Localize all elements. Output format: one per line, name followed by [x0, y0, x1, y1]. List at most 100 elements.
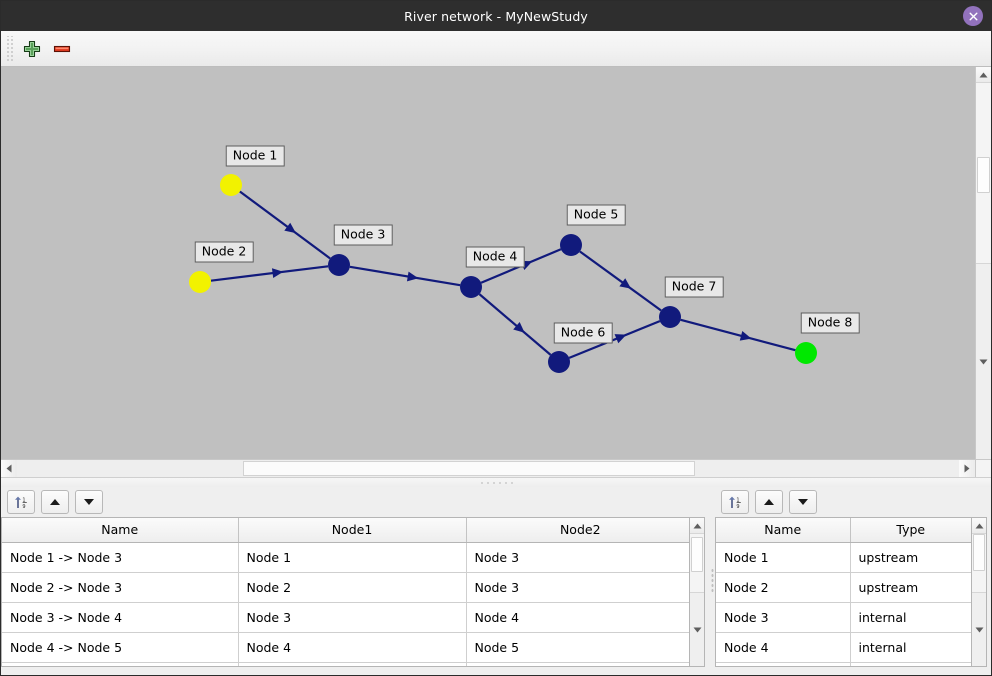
graph-node-node-3[interactable]: [328, 254, 350, 276]
table-cell[interactable]: Node 2: [238, 572, 467, 603]
graph-edge[interactable]: [568, 320, 661, 359]
table-cell[interactable]: Node 1 -> Node 3: [2, 542, 239, 573]
graph-node-label-node-1[interactable]: Node 1: [225, 145, 285, 167]
reaches-pane-footer: [1, 667, 709, 675]
column-header-name[interactable]: Name: [716, 518, 851, 543]
scroll-thumb[interactable]: [977, 156, 990, 193]
toolbar-grip[interactable]: [5, 35, 13, 62]
add-node-button[interactable]: [17, 35, 47, 63]
scroll-track[interactable]: [972, 534, 986, 592]
nodes-vertical-scrollbar[interactable]: [971, 517, 987, 667]
graph-node-label-node-5[interactable]: Node 5: [566, 204, 626, 226]
table-cell[interactable]: Node 5: [466, 632, 689, 663]
table-cell[interactable]: Node 3 -> Node 4: [2, 602, 239, 633]
table-cell[interactable]: Node 2: [716, 572, 851, 603]
nodes-move-up-button[interactable]: [755, 490, 783, 514]
nodes-sort-button[interactable]: 1 9: [721, 490, 749, 514]
graph-edge[interactable]: [239, 190, 331, 260]
table-row-empty[interactable]: [2, 662, 689, 666]
table-cell[interactable]: internal: [850, 602, 971, 633]
graph-edge[interactable]: [680, 318, 796, 352]
scroll-right-button[interactable]: [959, 460, 975, 477]
column-header-node1[interactable]: Node1: [238, 518, 467, 543]
table-cell[interactable]: Node 3: [466, 572, 689, 603]
graph-node-label-node-3[interactable]: Node 3: [333, 224, 393, 246]
graph-node-label-node-7[interactable]: Node 7: [664, 276, 724, 298]
svg-text:9: 9: [736, 504, 739, 510]
reaches-vertical-scrollbar[interactable]: [689, 517, 705, 667]
graph-edge[interactable]: [210, 265, 329, 282]
reaches-move-down-button[interactable]: [75, 490, 103, 514]
table-row-empty[interactable]: [716, 662, 971, 666]
graph-node-node-2[interactable]: [189, 271, 211, 293]
table-cell[interactable]: Node 3: [238, 602, 467, 633]
table-cell[interactable]: Node 4: [238, 632, 467, 663]
remove-minus-icon: [53, 45, 71, 52]
table-cell[interactable]: Node 1: [716, 542, 851, 573]
scroll-up-button[interactable]: [972, 518, 986, 534]
table-cell[interactable]: Node 4 -> Node 5: [2, 632, 239, 663]
graph-node-node-8[interactable]: [795, 342, 817, 364]
scroll-down-button[interactable]: [690, 592, 704, 666]
canvas-horizontal-scrollbar[interactable]: [1, 459, 991, 477]
remove-node-button[interactable]: [47, 35, 77, 63]
network-graph-canvas[interactable]: Node 1 Node 2 Node 3 Node 4 Node 5 Node 6 Node…: [1, 67, 975, 459]
sort-ascending-icon: 1 9: [728, 496, 741, 510]
table-cell[interactable]: Node 3: [466, 542, 689, 573]
scroll-down-button[interactable]: [972, 592, 986, 666]
table-cell[interactable]: upstream: [850, 572, 971, 603]
table-cell[interactable]: Node 2 -> Node 3: [2, 572, 239, 603]
graph-node-label-node-6[interactable]: Node 6: [553, 322, 613, 344]
scroll-up-button[interactable]: [690, 518, 704, 534]
scroll-down-button[interactable]: [976, 263, 991, 459]
reaches-sort-button[interactable]: 1 9: [7, 490, 35, 514]
graph-node-label-node-2[interactable]: Node 2: [194, 241, 254, 263]
vertical-splitter[interactable]: [709, 487, 715, 675]
horizontal-splitter[interactable]: [1, 477, 991, 487]
graph-node-node-5[interactable]: [560, 234, 582, 256]
reaches-move-up-button[interactable]: [41, 490, 69, 514]
chevron-down-icon: [693, 627, 701, 632]
column-header-type[interactable]: Type: [850, 518, 971, 543]
scroll-track[interactable]: [976, 83, 991, 263]
table-cell[interactable]: Node 4: [716, 632, 851, 663]
scroll-up-button[interactable]: [976, 67, 991, 83]
graph-node-node-6[interactable]: [548, 351, 570, 373]
column-header-name[interactable]: Name: [2, 518, 239, 543]
table-cell[interactable]: internal: [850, 632, 971, 663]
table-cell[interactable]: upstream: [850, 542, 971, 573]
graph-edge[interactable]: [579, 250, 662, 312]
graph-edge[interactable]: [349, 265, 461, 287]
scroll-thumb[interactable]: [973, 534, 985, 572]
graph-node-node-7[interactable]: [659, 306, 681, 328]
canvas-vertical-scrollbar[interactable]: [975, 67, 991, 459]
scroll-track[interactable]: [690, 534, 704, 592]
close-button[interactable]: [963, 6, 983, 26]
column-header-node2[interactable]: Node2: [466, 518, 689, 543]
scroll-left-button[interactable]: [1, 460, 17, 477]
table-cell[interactable]: Node 1: [238, 542, 467, 573]
graph-edge[interactable]: [478, 293, 552, 356]
graph-node-node-1[interactable]: [220, 174, 242, 196]
table-cell[interactable]: Node 3: [716, 602, 851, 633]
scroll-track[interactable]: [17, 460, 959, 477]
graph-node-label-node-4[interactable]: Node 4: [465, 246, 525, 268]
scroll-thumb[interactable]: [243, 461, 696, 476]
graph-node-node-4[interactable]: [460, 276, 482, 298]
nodes-move-down-button[interactable]: [789, 490, 817, 514]
arrow-up-icon: [764, 499, 774, 505]
scroll-thumb[interactable]: [691, 536, 703, 572]
graph-node-label-node-8[interactable]: Node 8: [800, 312, 860, 334]
table-cell[interactable]: Node 4: [466, 602, 689, 633]
